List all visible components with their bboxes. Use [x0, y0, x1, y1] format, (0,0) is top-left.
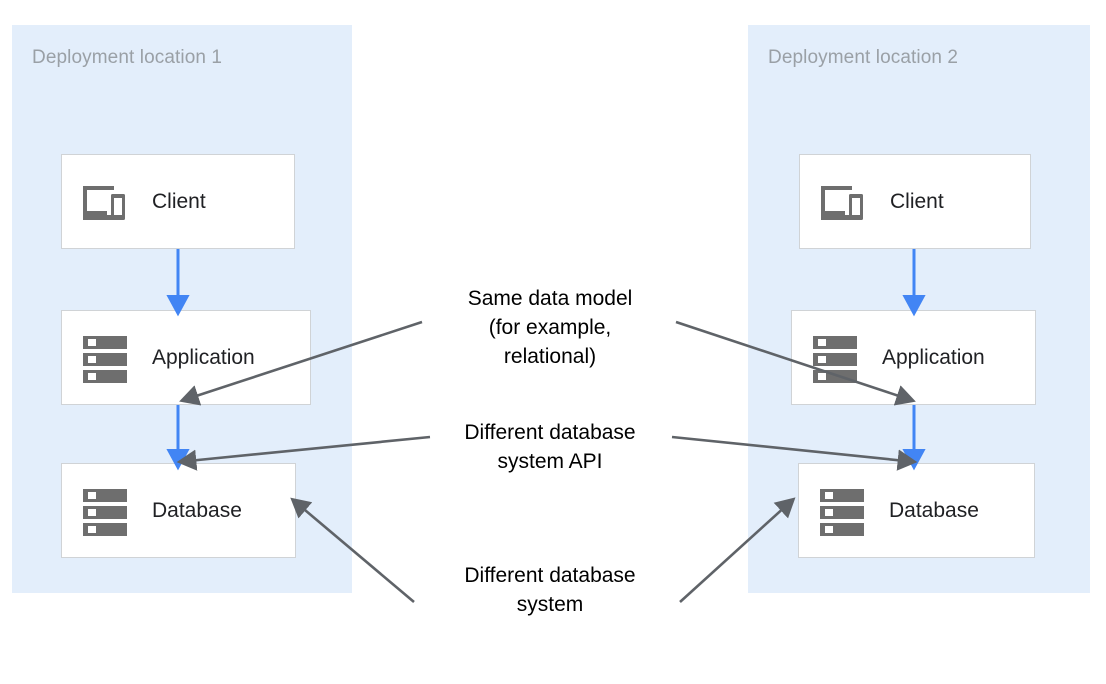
deployment-zone-1-title: Deployment location 1 [32, 47, 223, 68]
node-client-2-label: Client [890, 189, 944, 213]
server-stack-icon [80, 485, 130, 537]
node-application-2[interactable]: Application [791, 310, 1036, 405]
annotation-different-database-system: Different database system [464, 564, 636, 616]
server-stack-icon [810, 332, 860, 384]
node-application-1-label: Application [152, 345, 255, 369]
node-client-1-label: Client [152, 189, 206, 213]
client-devices-icon [80, 182, 128, 222]
node-client-2[interactable]: Client [799, 154, 1031, 249]
client-devices-icon [818, 182, 866, 222]
node-client-1[interactable]: Client [61, 154, 295, 249]
annotation-same-data-model: Same data model (for example, relational… [467, 287, 633, 368]
node-database-2-label: Database [889, 498, 979, 522]
node-application-1[interactable]: Application [61, 310, 311, 405]
node-database-1[interactable]: Database [61, 463, 296, 558]
node-application-2-label: Application [882, 345, 985, 369]
node-database-1-label: Database [152, 498, 242, 522]
node-database-2[interactable]: Database [798, 463, 1035, 558]
server-stack-icon [817, 485, 867, 537]
deployment-zone-2-title: Deployment location 2 [768, 47, 959, 68]
annotation-different-database-system-api: Different database system API [464, 421, 636, 473]
server-stack-icon [80, 332, 130, 384]
